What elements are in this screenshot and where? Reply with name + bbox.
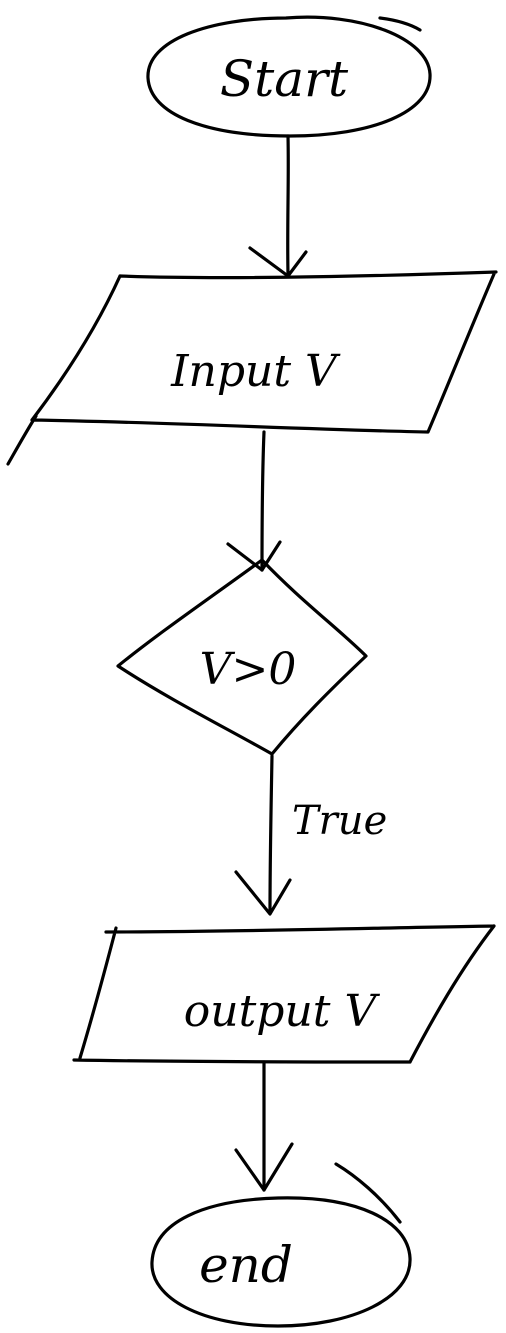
decision-node: V>0 bbox=[116, 558, 368, 756]
end-label: end bbox=[199, 1236, 293, 1294]
input-label: Input V bbox=[170, 346, 341, 397]
start-terminator-node: Start bbox=[146, 15, 432, 138]
arrow-output-to-end-head bbox=[234, 1142, 294, 1192]
edge-label-true: True bbox=[292, 798, 387, 844]
output-node: output V bbox=[72, 924, 496, 1064]
output-parallelogram-shape bbox=[72, 924, 496, 1064]
arrow-start-to-input-line bbox=[286, 134, 290, 276]
start-label: Start bbox=[220, 50, 349, 108]
input-node: Input V bbox=[6, 270, 498, 466]
arrow-start-to-input-head bbox=[248, 246, 308, 278]
start-ellipse-shape bbox=[146, 15, 432, 138]
input-parallelogram-shape bbox=[6, 270, 498, 466]
end-terminator-node: end bbox=[150, 1162, 412, 1328]
end-ellipse-overstroke bbox=[334, 1162, 402, 1224]
arrow-decision-to-output-head bbox=[234, 870, 292, 916]
output-label: output V bbox=[184, 986, 381, 1037]
arrow-input-to-decision bbox=[226, 430, 282, 572]
decision-diamond-shape bbox=[116, 558, 368, 756]
end-ellipse-shape bbox=[150, 1196, 412, 1328]
arrow-output-to-end bbox=[234, 1060, 294, 1192]
arrow-decision-to-output: True bbox=[234, 754, 387, 916]
arrow-input-to-decision-line bbox=[260, 430, 266, 572]
decision-label: V>0 bbox=[200, 644, 297, 695]
arrow-decision-to-output-line bbox=[268, 754, 274, 914]
arrow-start-to-input bbox=[248, 134, 308, 278]
arrow-input-to-decision-head bbox=[226, 540, 282, 572]
start-ellipse-overstroke bbox=[378, 16, 422, 32]
